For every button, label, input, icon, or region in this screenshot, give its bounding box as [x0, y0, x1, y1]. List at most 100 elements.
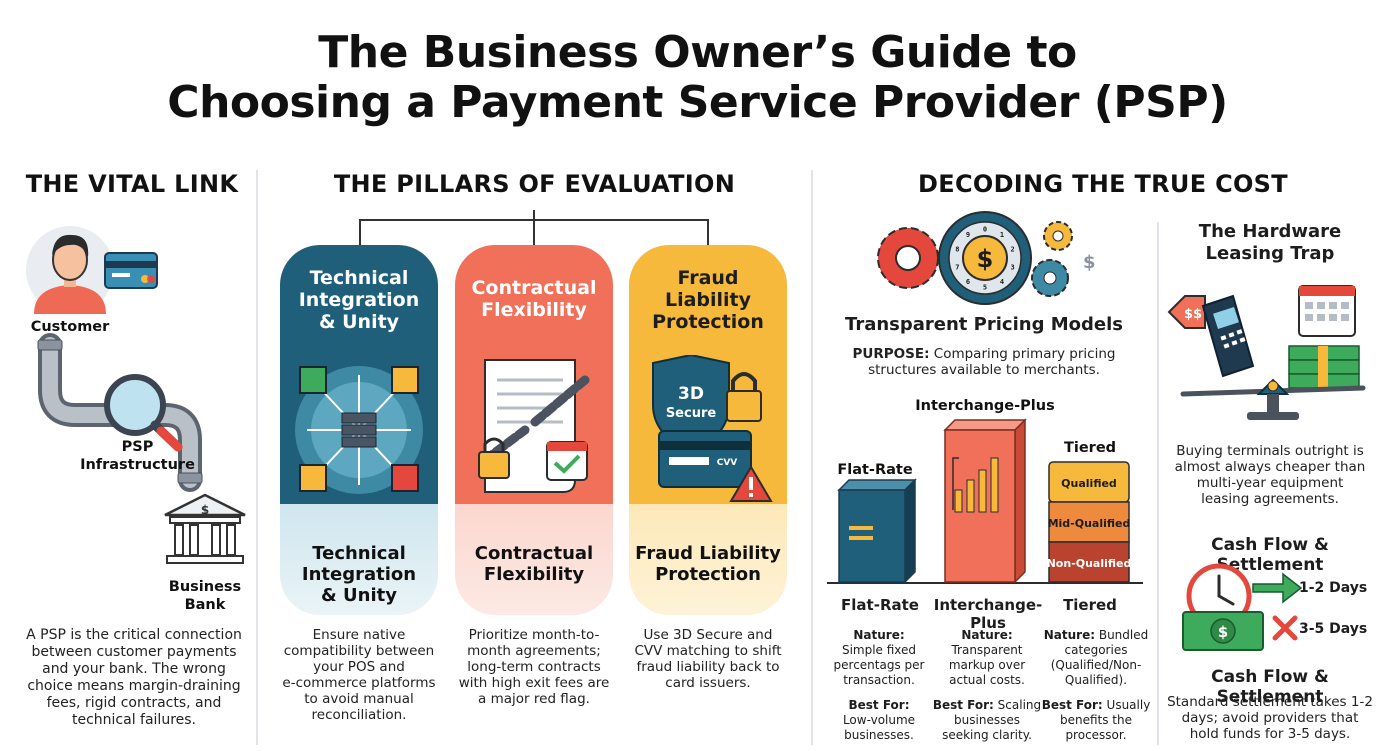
best-label: Best For:	[932, 698, 994, 712]
bank-dollar-symbol: $	[201, 503, 209, 517]
desc-line: CVV matching to shift	[634, 643, 782, 659]
desc-line: with high exit fees are	[458, 675, 610, 691]
purpose-label: PURPOSE:	[852, 346, 930, 362]
broken-chain-contract-icon	[478, 359, 590, 493]
tier-qualified-label: Qualified	[1061, 477, 1117, 490]
dial-digit: 7	[955, 264, 959, 272]
desc-line: Use 3D Secure and	[643, 627, 773, 643]
vital-link-heading: THE VITAL LINK	[25, 170, 239, 198]
pillar-title-line: Protection	[652, 311, 764, 333]
desc-line: month agreements;	[467, 643, 601, 659]
pillar-fraud: Fraud Liability Protection 3D Secure CVV…	[629, 245, 787, 615]
pillar-contractual-title: Contractual Flexibility	[455, 277, 613, 321]
pillar-bottom-line: & Unity	[321, 585, 397, 606]
nature-line: Qualified).	[1064, 673, 1128, 687]
interchange-plus-bar	[943, 418, 1027, 584]
shield-badge-line-2: Secure	[666, 406, 717, 421]
price-tag-icon: $$	[1167, 295, 1206, 329]
pillar-contractual-description: Prioritize month-to- month agreements; l…	[450, 627, 618, 707]
hardware-desc-line: almost always cheaper than	[1174, 459, 1366, 475]
title-line-2: Choosing a Payment Service Provider (PSP…	[167, 77, 1228, 128]
vital-link-desc-line: fees, rigid contracts, and	[46, 695, 222, 711]
pillar-title-line: & Unity	[318, 311, 400, 333]
magnifying-glass-icon	[104, 374, 183, 452]
cash-flow-illustration: $	[1182, 563, 1303, 651]
tier-mid-qualified-label: Mid-Qualified	[1048, 517, 1131, 530]
desc-line: to avoid manual	[304, 691, 414, 707]
pillar-title-line: Fraud	[677, 267, 739, 289]
desc-line: your POS and	[313, 659, 405, 675]
psp-label-line-1: PSP	[121, 439, 154, 455]
best-line: benefits the	[1059, 713, 1132, 727]
desc-line: fraud liability back to	[636, 659, 780, 675]
hardware-desc-line: multi-year equipment	[1196, 475, 1344, 491]
shield-lock-icon: 3D Secure CVV	[652, 355, 773, 502]
shield-badge-line-1: 3D	[678, 384, 704, 404]
pillar-bottom-line: Integration	[301, 564, 417, 585]
dial-digit: 6	[966, 278, 970, 286]
dial-digit: 2	[1010, 246, 1014, 254]
desc-line: Ensure native	[312, 627, 406, 643]
small-dollar-symbol: $	[1083, 252, 1096, 273]
pillar-title-line: Technical	[309, 267, 409, 289]
flat-rate-details: Nature: Simple fixed percentags per tran…	[826, 628, 932, 743]
fast-settlement-label: 1-2 Days	[1299, 580, 1368, 596]
pillar-title-line: Flexibility	[481, 299, 587, 321]
dial-digit: 0	[983, 226, 987, 234]
nature-line: transaction.	[843, 673, 915, 687]
nature-line: markup over	[948, 658, 1026, 672]
cash-flow-title-top: Cash Flow & Settlement	[1211, 535, 1329, 575]
purpose-text-1: Comparing primary pricing	[929, 346, 1116, 362]
nature-line: percentags per	[833, 658, 925, 672]
pillars-bracket	[359, 210, 709, 246]
purpose-text-2: structures available to merchants.	[868, 362, 1100, 378]
pillar-bottom-line: Technical	[312, 543, 406, 564]
arrow-right-icon	[1252, 572, 1303, 604]
nature-line: Transparent	[951, 643, 1023, 657]
page-title: The Business Owner’s Guide to Choosing a…	[0, 28, 1395, 128]
pillar-technical-title: Technical Integration & Unity	[280, 267, 438, 333]
nature-line: (Qualified/Non-	[1050, 658, 1142, 672]
psp-label: PSP Infrastructure	[80, 438, 195, 474]
flat-rate-chart-label: Flat-Rate	[837, 462, 913, 478]
desc-line: long-term contracts	[467, 659, 601, 675]
nature-line: actual costs.	[949, 673, 1025, 687]
cost-heading: DECODING THE TRUE COST	[918, 170, 1288, 198]
tiered-bar: Qualified Mid-Qualified Non-Qualified	[1047, 461, 1131, 583]
nature-inline: Bundled	[1095, 628, 1149, 642]
pillar-fraud-bottom: Fraud Liability Protection	[629, 543, 787, 585]
hardware-desc-line: Buying terminals outright is	[1176, 443, 1364, 459]
nature-line: categories	[1064, 643, 1128, 657]
dial-digit: 4	[1000, 278, 1004, 286]
bank-label: Business Bank	[160, 578, 250, 614]
nature-label: Nature:	[1043, 628, 1096, 642]
cube-gold	[391, 366, 419, 394]
slow-settlement-label: 3-5 Days	[1299, 621, 1368, 637]
best-line: businesses.	[844, 728, 914, 742]
pillar-fraud-description: Use 3D Secure and CVV matching to shift …	[625, 627, 791, 691]
cube-red	[391, 464, 419, 492]
pillars-heading: THE PILLARS OF EVALUATION	[333, 170, 736, 198]
price-tag-label: $$	[1184, 307, 1202, 322]
dial-digit: 3	[1010, 264, 1014, 272]
hardware-desc-line: leasing agreements.	[1201, 491, 1339, 507]
interchange-chart-label: Interchange-Plus	[915, 398, 1055, 414]
flat-rate-axis-label: Flat-Rate	[841, 596, 919, 614]
pricing-title: Transparent Pricing Models	[845, 314, 1123, 335]
nature-label: Nature:	[853, 628, 905, 642]
pillar-technical-bottom: Technical Integration & Unity	[280, 543, 438, 606]
best-line: processor.	[1065, 728, 1127, 742]
pricing-models-illustration: Qualified Mid-Qualified Non-Qualified	[827, 418, 1143, 584]
gear-gold-icon	[1043, 221, 1073, 251]
tier-mid-qualified	[1048, 501, 1130, 543]
vital-link-description: A PSP is the critical connection between…	[14, 627, 254, 729]
dial-digit: 9	[966, 231, 970, 239]
customer-avatar-icon	[26, 226, 114, 314]
hardware-title-line: Leasing Trap	[1205, 243, 1335, 264]
cvv-label: CVV	[717, 458, 738, 468]
cash-stack-icon	[1288, 345, 1360, 389]
vital-link-desc-line: between customer payments	[31, 644, 237, 660]
divider-2	[811, 170, 813, 745]
balance-scale-icon	[1180, 378, 1366, 420]
